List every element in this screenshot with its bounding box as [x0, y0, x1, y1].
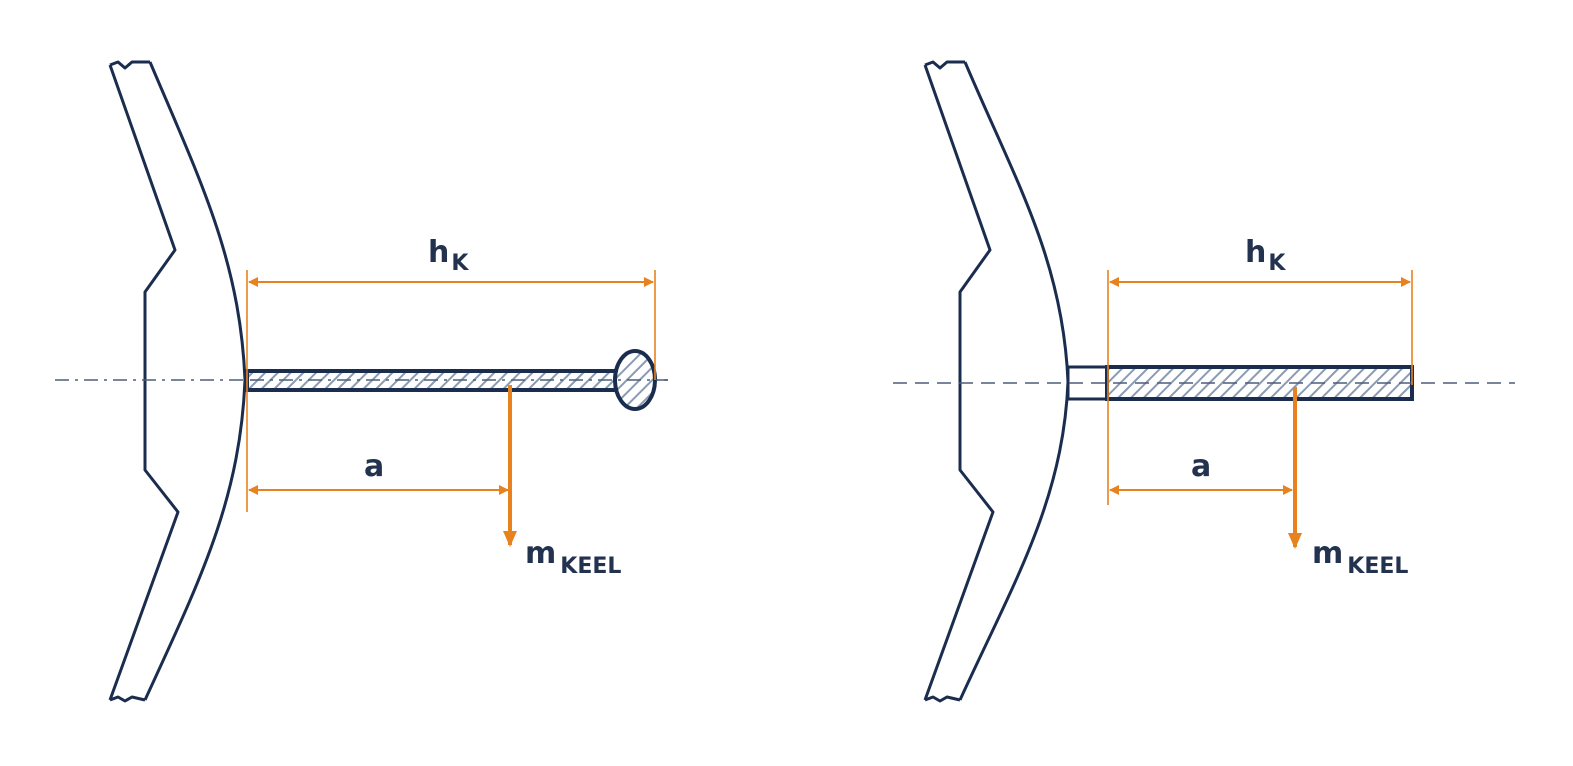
- hull-section: [108, 60, 247, 703]
- a-label: a: [1191, 449, 1211, 484]
- hull-section: [923, 60, 1070, 703]
- hk-label: hK: [1245, 235, 1286, 276]
- hk-label: hK: [428, 235, 469, 276]
- a-label: a: [364, 449, 384, 484]
